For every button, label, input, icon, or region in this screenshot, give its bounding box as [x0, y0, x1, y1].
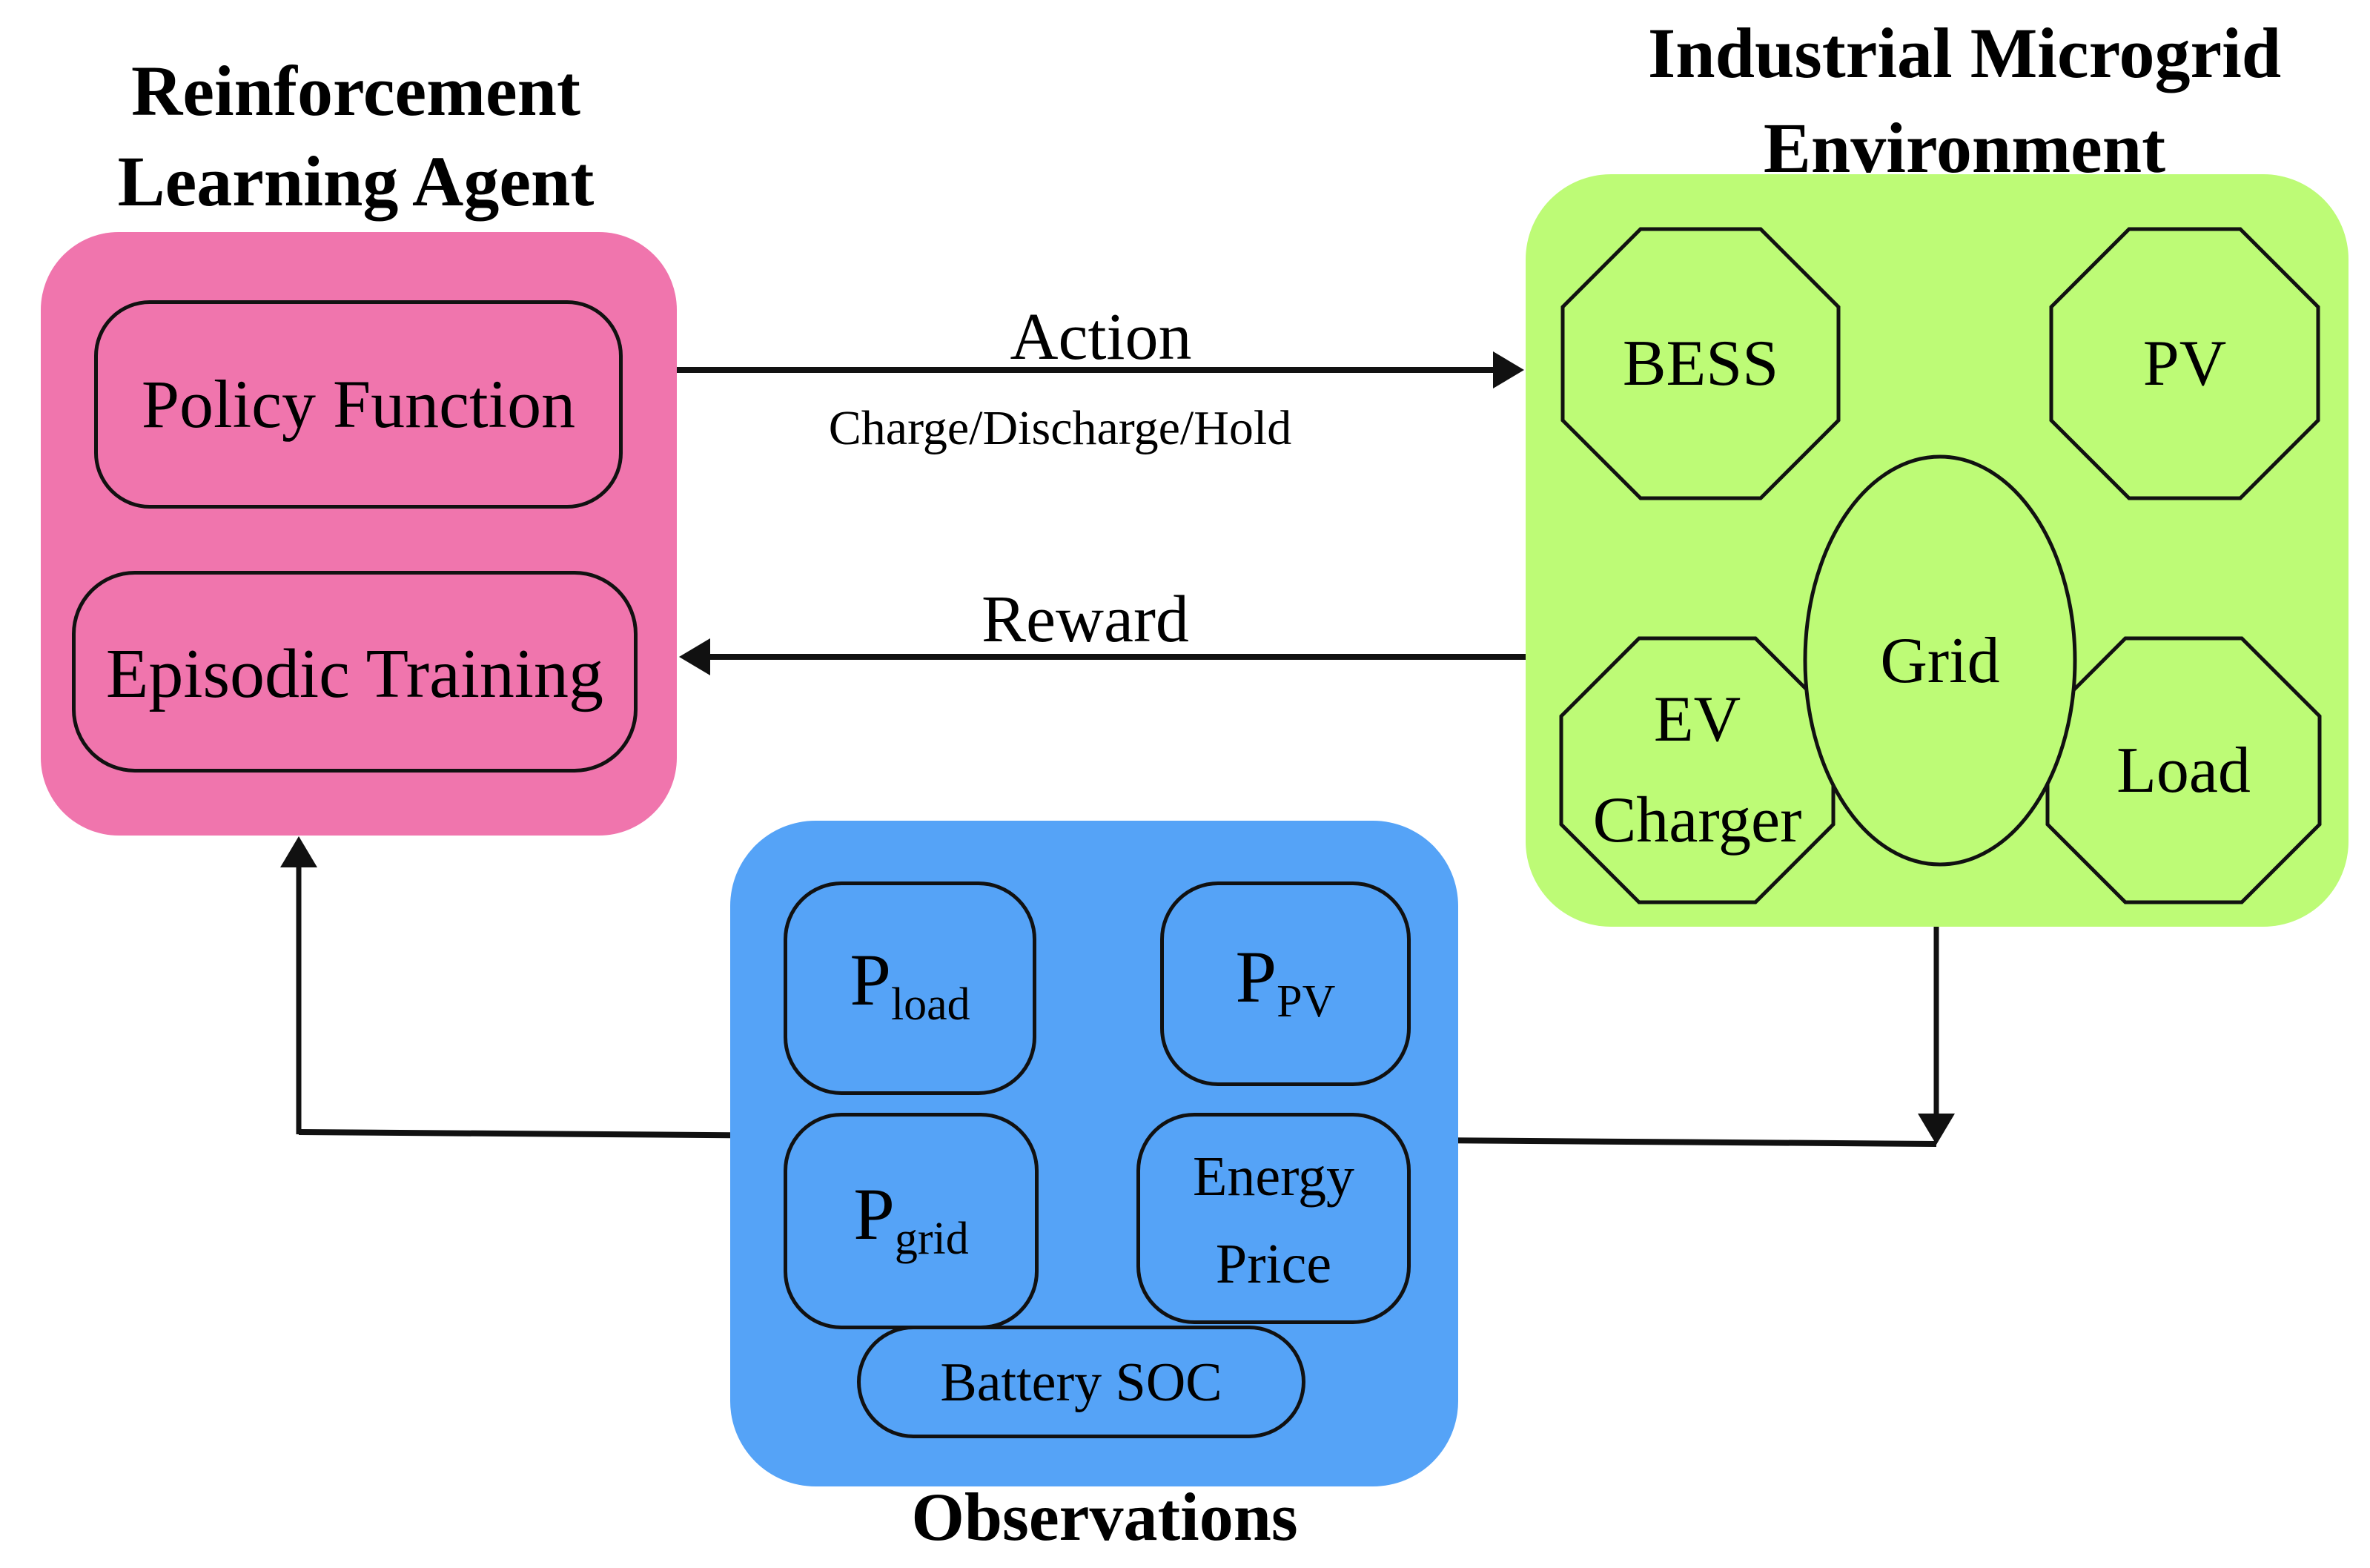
- battery-soc-label: Battery SOC: [940, 1352, 1222, 1413]
- environment-title: Industrial Microgrid Environment: [1647, 13, 2282, 188]
- action-arrowhead-icon: [1493, 351, 1524, 388]
- agent-title: Reinforcement Learning Agent: [117, 51, 595, 221]
- p-pv-sub: PV: [1277, 976, 1336, 1027]
- energy-price-label: Energy Price: [1192, 1145, 1355, 1295]
- action-label: Action: [1010, 300, 1192, 374]
- observations-panel: [730, 821, 1458, 1486]
- p-pv-label: PPV: [1160, 940, 1411, 1025]
- load-label: Load: [2116, 735, 2251, 807]
- pv-octagon: [2049, 227, 2320, 500]
- bess-label: BESS: [1622, 328, 1779, 400]
- p-pv-base: P: [1235, 936, 1277, 1018]
- energy-price-node: [1136, 1113, 1411, 1324]
- reward-arrowhead-icon: [679, 638, 710, 675]
- env-output-arrowhead-icon: [1918, 1114, 1955, 1145]
- p-load-label: Pload: [784, 943, 1036, 1028]
- bess-octagon: [1560, 227, 1841, 500]
- p-pv-node: [1160, 881, 1411, 1086]
- p-grid-sub: grid: [894, 1214, 969, 1264]
- action-sublabel: Charge/Discharge/Hold: [828, 401, 1292, 455]
- ev-charger-octagon: [1559, 636, 1836, 904]
- p-load-base: P: [850, 939, 891, 1021]
- observations-title: Observations: [911, 1479, 1298, 1555]
- episodic-training-label: Episodic Training: [105, 635, 604, 712]
- grid-circle: [1803, 454, 2077, 867]
- p-grid-base: P: [853, 1173, 895, 1255]
- agent-input-arrowhead-icon: [280, 836, 317, 867]
- p-load-node: [784, 881, 1036, 1095]
- p-grid-label: Pgrid: [784, 1177, 1039, 1263]
- episodic-training-node: [72, 571, 638, 773]
- battery-soc-node: [857, 1326, 1305, 1438]
- policy-function-label: Policy Function: [141, 366, 576, 442]
- grid-label: Grid: [1880, 625, 2000, 697]
- pv-label: PV: [2142, 328, 2227, 400]
- ev-charger-label: EV Charger: [1592, 684, 1802, 856]
- reward-label: Reward: [982, 583, 1189, 656]
- policy-function-node: [94, 300, 623, 509]
- p-load-sub: load: [890, 979, 970, 1030]
